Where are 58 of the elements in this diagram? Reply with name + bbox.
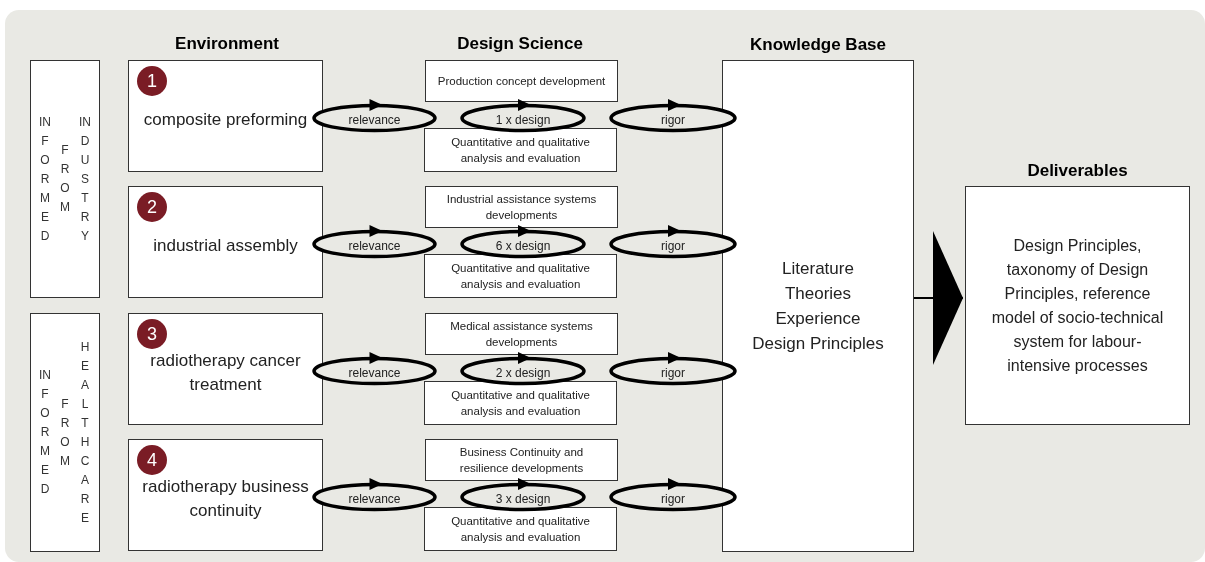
activity-text: Medical assistance systems developments (449, 319, 594, 350)
activity-text: Quantitative and qualitative analysis and evaluation (450, 514, 591, 545)
environment-text: composite preforming (143, 109, 308, 131)
number-badge: 4 (137, 445, 167, 475)
column-heading: Deliverables (1026, 160, 1129, 182)
knowledge-item: Theories (784, 283, 852, 305)
deliverables-text: Design Principles, taxonomy of Design Principles, reference model of socio-technical system for labour-intensive processes (990, 235, 1165, 376)
cycle-label: rigor (661, 112, 685, 129)
flow-arrow (913, 231, 964, 365)
environment-box (128, 186, 323, 298)
environment-box (128, 60, 323, 172)
activity-text: Quantitative and qualitative analysis and evaluation (450, 261, 591, 292)
environment-box (128, 313, 323, 425)
cycle-label: relevance (348, 365, 401, 382)
cycle-label: 3 x design (495, 491, 551, 508)
activity-text: Quantitative and qualitative analysis and evaluation (450, 388, 591, 419)
vertical-label-box (30, 60, 100, 298)
vertical-label-box (30, 313, 100, 552)
environment-text: radiotherapy business continuity (141, 476, 310, 522)
cycle-label: 1 x design (495, 112, 551, 129)
environment-text: radiotherapy cancer treatment (149, 350, 302, 396)
activity-text: Industrial assistance systems developments (445, 192, 598, 223)
knowledge-item: Experience (775, 308, 861, 330)
cycle-label: relevance (348, 238, 401, 255)
vertical-text: FROM (59, 142, 71, 216)
activity-text: Production concept development (437, 74, 606, 89)
knowledge-item: Design Principles (752, 333, 884, 355)
cycle-label: 2 x design (495, 365, 551, 382)
column-heading: Design Science (457, 33, 583, 55)
cycle-label: rigor (661, 491, 685, 508)
number-badge: 2 (137, 192, 167, 222)
activity-box (424, 381, 617, 425)
vertical-text: HEALTHCARE (79, 338, 91, 527)
column-heading: Environment (175, 33, 279, 55)
vertical-text: INFORMED (39, 113, 51, 245)
activity-box (424, 128, 617, 172)
cycle-label: rigor (661, 238, 685, 255)
cycle-label: 6 x design (495, 238, 551, 255)
activity-box (425, 186, 618, 228)
vertical-text: INFORMED (39, 367, 51, 498)
vertical-text: FROM (59, 395, 71, 470)
environment-box (128, 439, 323, 551)
environment-text: industrial assembly (153, 235, 298, 257)
number-badge: 3 (137, 319, 167, 349)
activity-box (425, 439, 618, 481)
cycle-label: relevance (348, 112, 401, 129)
activity-box (424, 254, 617, 298)
activity-text: Quantitative and qualitative analysis and evaluation (450, 135, 591, 166)
cycle-label: relevance (348, 491, 401, 508)
activity-box (424, 507, 617, 551)
activity-box (425, 313, 618, 355)
activity-box (425, 60, 618, 102)
knowledge-item: Literature (782, 258, 854, 280)
vertical-text: INDUSTRY (79, 113, 91, 245)
activity-text: Business Continuity and resilience developments (458, 445, 585, 476)
number-badge: 1 (137, 66, 167, 96)
column-heading: Knowledge Base (748, 34, 887, 56)
cycle-label: rigor (661, 365, 685, 382)
